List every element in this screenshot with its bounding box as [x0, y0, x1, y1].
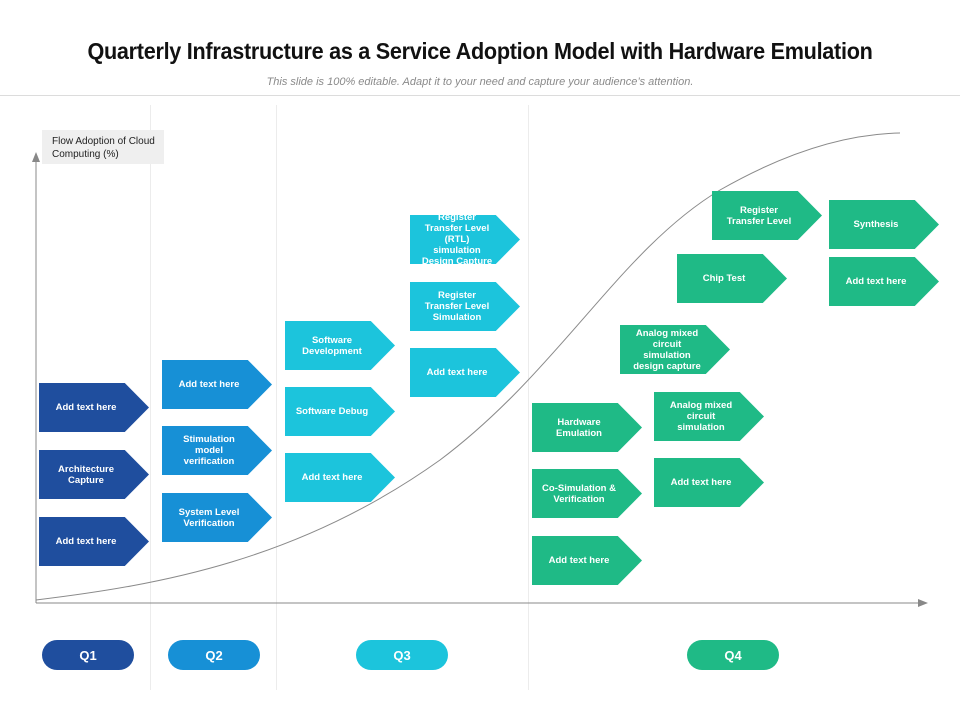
q3-step-box: Register Transfer Level (RTL) simulation… [410, 215, 520, 264]
q3-step-box: Software Debug [285, 387, 395, 436]
q1-step-box: Add text here [39, 517, 149, 566]
q4-step-box: Analog mixed circuit simulation [654, 392, 764, 441]
quarter-q1-pill: Q1 [42, 640, 134, 670]
x-axis-arrow [918, 599, 928, 607]
q1-step-box: Add text here [39, 383, 149, 432]
page-title: Quarterly Infrastructure as a Service Ad… [87, 38, 873, 64]
q4-step-box: Hardware Emulation [532, 403, 642, 452]
page-subtitle: This slide is 100% editable. Adapt it to… [266, 76, 694, 88]
q2-step-box: System Level Verification [162, 493, 272, 542]
q4-step-box: Add text here [532, 536, 642, 585]
q3-step-box: Software Development [285, 321, 395, 370]
column-separator [150, 105, 151, 690]
q1-step-box: Architecture Capture [39, 450, 149, 499]
y-axis-label: Flow Adoption of Cloud Computing (%) [42, 130, 164, 164]
q4-step-box: Add text here [829, 257, 939, 306]
column-separator [276, 105, 277, 690]
quarter-q4-pill: Q4 [687, 640, 779, 670]
q4-step-box: Co-Simulation & Verification [532, 469, 642, 518]
q2-step-box: Stimulation model verification [162, 426, 272, 475]
column-separator [528, 105, 529, 690]
q3-step-box: Add text here [285, 453, 395, 502]
q4-step-box: Add text here [654, 458, 764, 507]
q3-step-box: Add text here [410, 348, 520, 397]
header-divider [0, 95, 960, 96]
adoption-curve [35, 132, 901, 601]
q2-step-box: Add text here [162, 360, 272, 409]
y-axis-arrow [32, 152, 40, 162]
q4-step-box: Register Transfer Level [712, 191, 822, 240]
q3-step-box: Register Transfer Level Simulation [410, 282, 520, 331]
q4-step-box: Analog mixed circuit simulation design c… [620, 325, 730, 374]
quarter-q2-pill: Q2 [168, 640, 260, 670]
q4-step-box: Chip Test [677, 254, 787, 303]
q4-step-box: Synthesis [829, 200, 939, 249]
quarter-q3-pill: Q3 [356, 640, 448, 670]
